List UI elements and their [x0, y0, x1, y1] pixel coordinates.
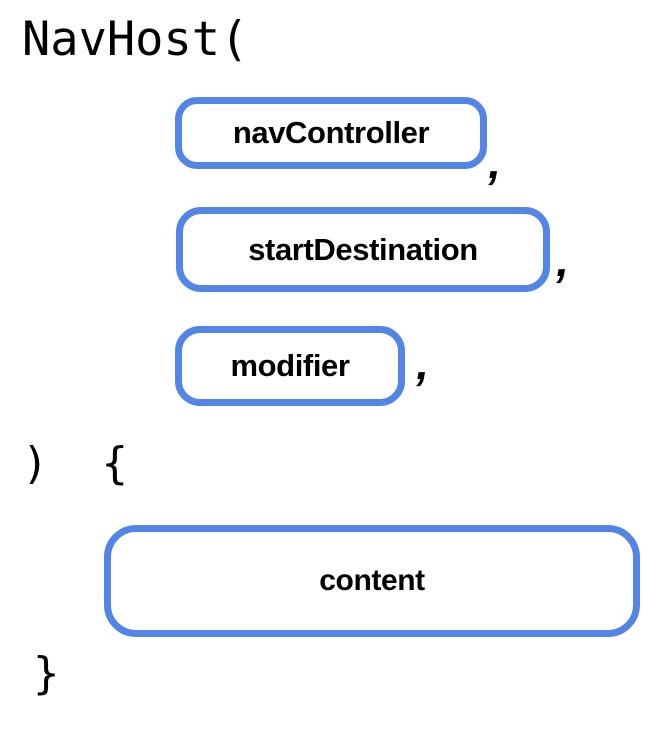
comma-separator-modifier: , — [412, 337, 435, 389]
param-box-startdestination[interactable]: startDestination — [176, 207, 550, 292]
code-line-navhost-open: NavHost( — [22, 12, 249, 67]
param-box-modifier[interactable]: modifier — [175, 326, 405, 406]
param-label-content: content — [319, 564, 425, 597]
param-label-startdestination: startDestination — [248, 231, 478, 267]
comma-separator-navcontroller: , — [484, 136, 507, 188]
param-label-navcontroller: navController — [232, 115, 430, 150]
comma-separator-startdestination: , — [552, 234, 575, 286]
param-label-modifier: modifier — [230, 348, 350, 383]
code-line-close-paren-open-brace: ) { — [22, 438, 128, 489]
param-box-content[interactable]: content — [104, 525, 640, 637]
param-box-navcontroller[interactable]: navController — [175, 97, 487, 169]
code-line-close-brace: } — [33, 648, 60, 699]
